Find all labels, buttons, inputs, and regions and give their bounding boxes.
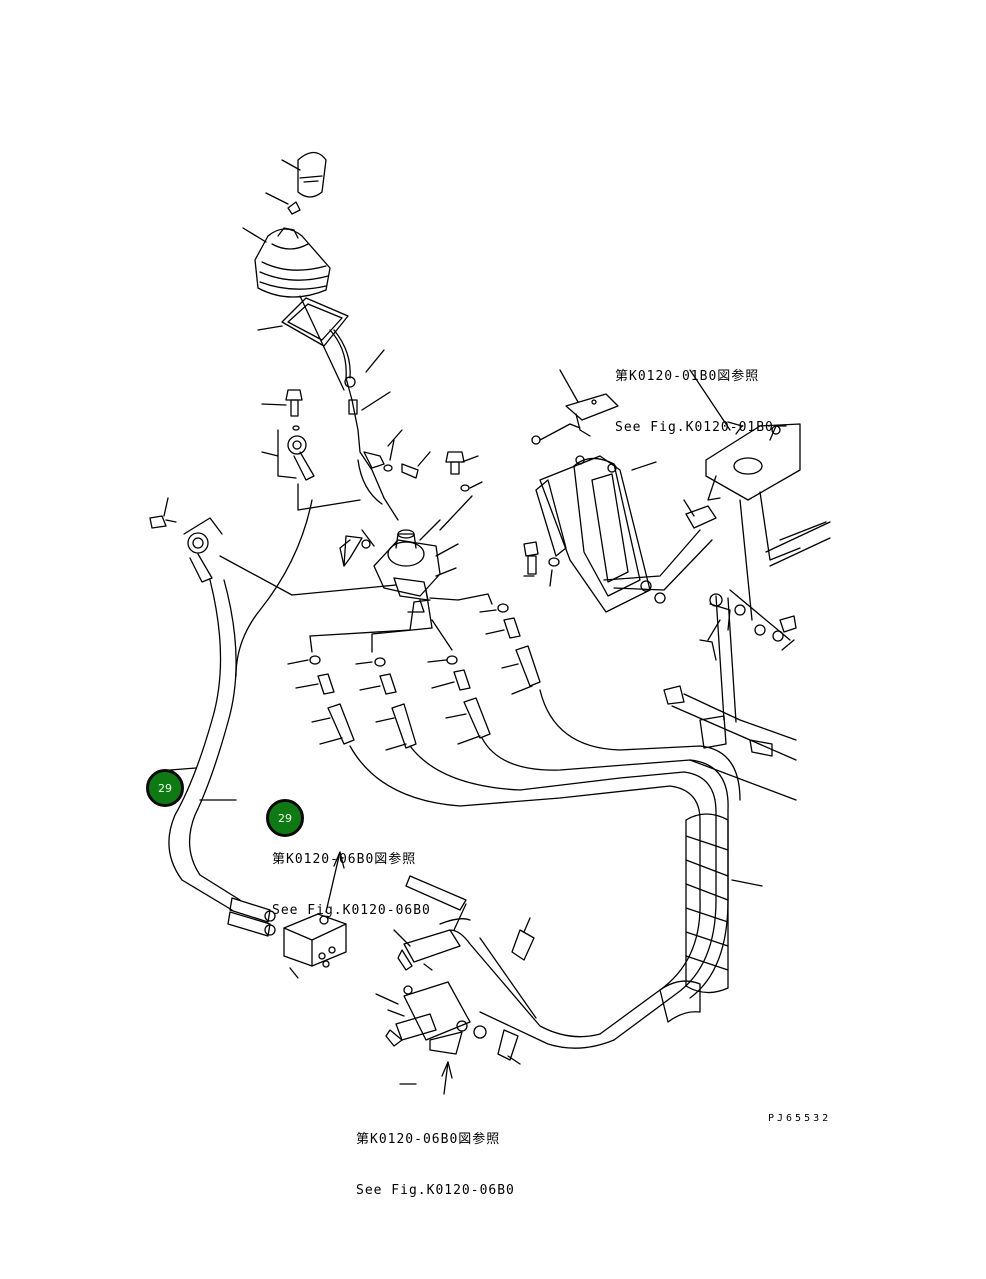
lower-solenoids	[375, 875, 487, 1095]
part-hotspot-29[interactable]: 29	[266, 799, 304, 837]
hotspot-label: 29	[278, 811, 292, 825]
reference-callout-top-right[interactable]: 第K0120-01B0図参照 See Fig.K0120-01B0	[615, 334, 774, 453]
hotspot-label: 29	[158, 781, 172, 795]
mid-fasteners	[383, 439, 483, 531]
reference-line-english: See Fig.K0120-06B0	[272, 903, 431, 918]
part-hotspot-29[interactable]: 29	[146, 769, 184, 807]
lever-boot	[242, 227, 345, 391]
boot-plate	[257, 297, 349, 347]
reference-line-japanese: 第K0120-06B0図参照	[356, 1132, 501, 1147]
port-lines	[287, 589, 541, 751]
lever-harness	[329, 329, 403, 521]
reference-callout-bottom[interactable]: 第K0120-06B0図参照 See Fig.K0120-06B0	[356, 1097, 515, 1216]
reference-line-japanese: 第K0120-01B0図参照	[615, 369, 760, 384]
reference-line-english: See Fig.K0120-01B0	[615, 420, 774, 435]
left-elbow	[149, 497, 397, 596]
reference-line-japanese: 第K0120-06B0図参照	[272, 852, 417, 867]
lever-knob	[265, 151, 327, 215]
pilot-valve	[339, 519, 459, 613]
solenoid-block	[283, 851, 347, 979]
frame	[663, 369, 831, 801]
reference-line-english: See Fig.K0120-06B0	[356, 1183, 515, 1198]
hose-bundle	[349, 689, 763, 1065]
main-hose	[168, 499, 313, 937]
left-fasteners	[261, 389, 361, 511]
reference-callout-middle[interactable]: 第K0120-06B0図参照 See Fig.K0120-06B0	[272, 817, 431, 936]
right-bracket	[523, 369, 717, 613]
drawing-code: PJ65532	[768, 1113, 832, 1124]
